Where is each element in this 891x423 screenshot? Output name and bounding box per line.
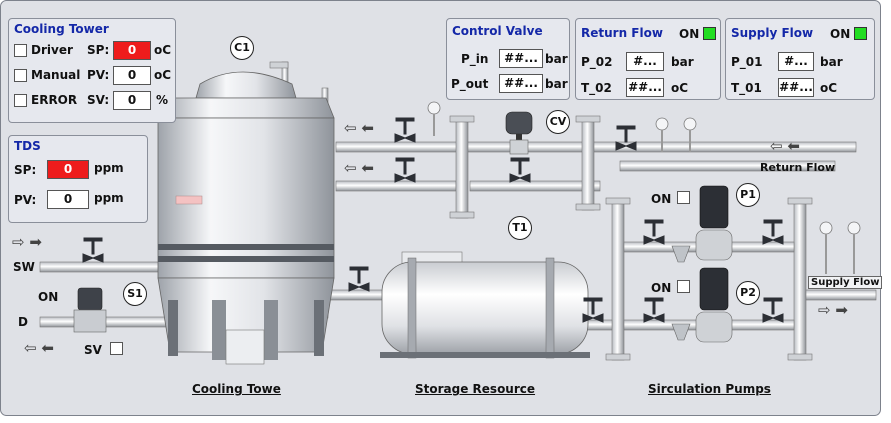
p1-on-label: ON	[651, 192, 672, 206]
p02-field: #...	[626, 52, 664, 71]
return-flow-panel: Return Flow ON P_02 #... bar T_02 ##... …	[575, 18, 721, 100]
tag-cv[interactable]: CV	[546, 110, 570, 134]
control-valve-title: Control Valve	[452, 24, 543, 38]
t02-field: ##...	[626, 78, 664, 97]
error-checkbox[interactable]	[14, 94, 27, 107]
manual-valves	[82, 117, 784, 323]
caption-storage-resource: Storage Resource	[415, 382, 536, 396]
driver-checkbox[interactable]	[14, 44, 27, 57]
p-out-field: ##...	[499, 74, 543, 93]
manual-checkbox[interactable]	[14, 69, 27, 82]
tds-sp-unit: ppm	[94, 161, 124, 175]
arrow-left-icon: ⇦ ⬅	[344, 119, 374, 137]
sw-label: SW	[13, 260, 35, 274]
storage-tank-t1	[380, 251, 590, 359]
p02-unit: bar	[671, 55, 694, 69]
error-label: ERROR	[31, 93, 78, 107]
supply-flow-title: Supply Flow	[731, 26, 814, 40]
return-flow-pipe-label: Return Flow	[760, 161, 836, 174]
t02-unit: oC	[671, 81, 689, 95]
cooling-sv-field[interactable]: 0	[113, 91, 151, 110]
sv-label: SV:	[87, 93, 110, 107]
sv-checkbox[interactable]	[110, 342, 123, 355]
p-in-unit: bar	[545, 52, 568, 66]
return-flow-on-label: ON	[679, 27, 700, 41]
caption-circulation-pumps: Sirculation Pumps	[648, 382, 771, 396]
supply-flow-pipe-label: Supply Flow	[808, 276, 883, 289]
manual-label: Manual	[31, 68, 81, 82]
t01-field: ##...	[778, 78, 814, 97]
p-in-field: ##...	[499, 49, 543, 68]
p01-field: #...	[778, 52, 814, 71]
pump-p1	[695, 185, 733, 261]
sp-unit: oC	[154, 43, 172, 57]
p2-on-checkbox[interactable]	[677, 280, 690, 293]
control-valve-panel: Control Valve P_in ##... bar P_out ##...…	[446, 18, 570, 100]
arrow-left-icon: ⇦ ⬅	[770, 137, 800, 155]
instrument-gauges	[427, 101, 861, 274]
control-valve-actuator	[505, 111, 533, 155]
supply-flow-panel: Supply Flow ON P_01 #... bar T_01 ##... …	[725, 18, 875, 100]
cooling-tower-c1	[157, 61, 335, 365]
t02-label: T_02	[581, 81, 612, 95]
arrow-left-icon: ⇦ ⬅	[24, 339, 54, 357]
tds-panel: TDS SP: 0 ppm PV: 0 ppm	[8, 135, 148, 223]
arrow-right-icon: ⇨ ➡	[818, 301, 848, 319]
tag-p1[interactable]: P1	[736, 183, 760, 207]
p-in-label: P_in	[461, 52, 489, 66]
tds-sp-label: SP:	[14, 163, 37, 177]
pv-label: PV:	[87, 68, 110, 82]
d-label: D	[18, 315, 28, 329]
tag-c1[interactable]: C1	[230, 36, 254, 60]
s1-on-label: ON	[38, 290, 59, 304]
sp-label: SP:	[87, 43, 110, 57]
p2-on-label: ON	[651, 281, 672, 295]
p01-label: P_01	[731, 55, 763, 69]
p02-label: P_02	[581, 55, 613, 69]
tds-pv-label: PV:	[14, 193, 37, 207]
cooling-tower-panel: Cooling Tower Driver SP: 0 oC Manual PV:…	[8, 18, 176, 123]
tag-s1[interactable]: S1	[123, 282, 147, 306]
t01-label: T_01	[731, 81, 762, 95]
return-flow-title: Return Flow	[581, 26, 663, 40]
p01-unit: bar	[820, 55, 843, 69]
cooling-pv-field: 0	[113, 66, 151, 85]
p-out-unit: bar	[545, 77, 568, 91]
arrow-left-icon: ⇦ ⬅	[344, 159, 374, 177]
tag-t1[interactable]: T1	[508, 216, 532, 240]
cooling-tower-title: Cooling Tower	[14, 22, 109, 36]
sv-label: SV	[84, 343, 102, 357]
solenoid-s1	[73, 287, 107, 333]
driver-label: Driver	[31, 43, 73, 57]
supply-flow-on-label: ON	[830, 27, 851, 41]
p1-on-checkbox[interactable]	[677, 191, 690, 204]
tds-sp-field[interactable]: 0	[47, 160, 89, 179]
t01-unit: oC	[820, 81, 838, 95]
pv-unit: oC	[154, 68, 172, 82]
strainers	[671, 245, 691, 341]
tds-title: TDS	[14, 139, 41, 153]
tds-pv-unit: ppm	[94, 191, 124, 205]
cooling-sp-field[interactable]: 0	[113, 41, 151, 60]
return-flow-on-indicator	[703, 27, 716, 40]
p-out-label: P_out	[451, 77, 489, 91]
tds-pv-field: 0	[47, 190, 89, 209]
return-pipe-upper	[335, 115, 857, 219]
sv-unit: %	[156, 93, 169, 107]
pump-p2	[695, 267, 733, 343]
caption-cooling-tower: Cooling Towe	[192, 382, 281, 396]
tag-p2[interactable]: P2	[736, 281, 760, 305]
arrow-right-icon: ⇨ ➡	[12, 233, 42, 251]
supply-flow-on-indicator	[854, 27, 867, 40]
